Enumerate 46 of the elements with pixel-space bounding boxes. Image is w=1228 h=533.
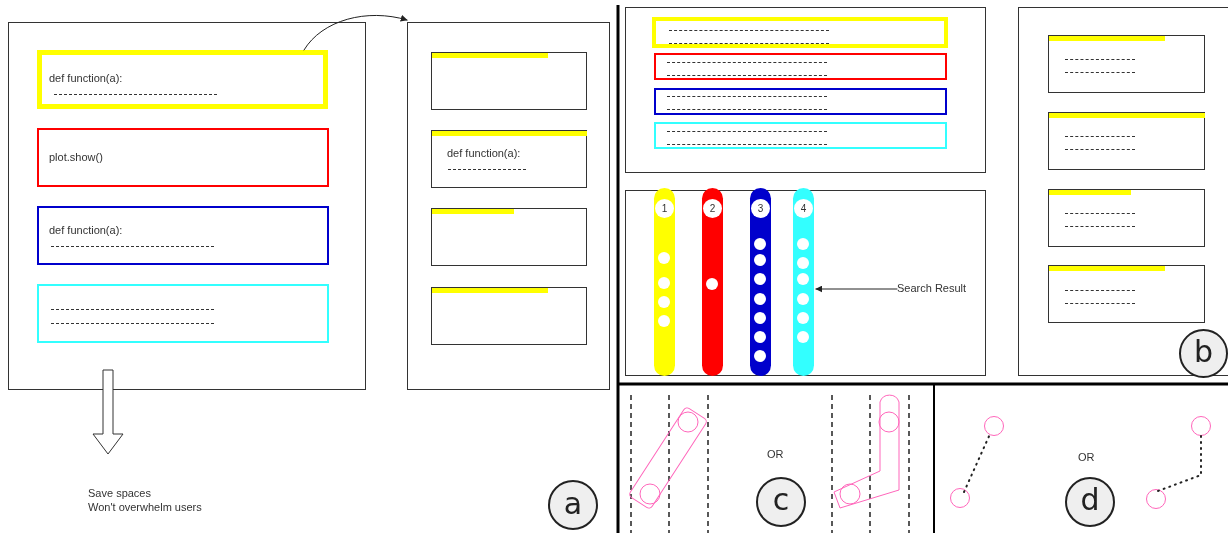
code-text: def function(a): (49, 223, 123, 238)
note-line: Search Result (897, 281, 968, 295)
code-block (654, 53, 947, 80)
result-card (1048, 265, 1205, 323)
code-overview-panel (625, 7, 986, 173)
result-card (1048, 112, 1205, 170)
hollow-arrow (92, 369, 124, 455)
result-card (431, 208, 587, 266)
arrow (303, 14, 408, 51)
result-card (1048, 35, 1205, 93)
dotted-link (963, 433, 991, 493)
note-line: Save spaces (88, 486, 152, 500)
editor-panel (8, 22, 366, 390)
arrow (815, 285, 898, 293)
panel-letter: c (756, 477, 806, 527)
note-line: Won't overwhelm users (88, 500, 203, 514)
result-bar (793, 188, 814, 376)
panel-letter: a (548, 480, 598, 530)
results-panel (1018, 7, 1228, 376)
code-block (37, 50, 328, 109)
result-card (431, 287, 587, 345)
results-panel (407, 22, 610, 390)
result-card (431, 52, 587, 110)
code-block (37, 284, 329, 343)
code-text: def function(a): (49, 71, 123, 86)
code-block (37, 206, 329, 265)
result-bar (702, 188, 723, 376)
code-block (654, 88, 947, 115)
result-bar (654, 188, 675, 376)
result-bar (750, 188, 771, 376)
panel-letter: d (1065, 477, 1115, 527)
rank-number: 3 (751, 199, 770, 218)
code-text: plot.show() (49, 150, 103, 165)
result-card (431, 130, 587, 188)
result-card (1048, 189, 1205, 247)
code-block (654, 122, 947, 149)
code-text: def function(a): (447, 146, 521, 161)
dotted-link (1157, 435, 1202, 492)
rank-number: 1 (655, 199, 674, 218)
rank-number: 4 (794, 199, 813, 218)
rank-number: 2 (703, 199, 722, 218)
code-block (652, 17, 948, 48)
result-bars-panel (625, 190, 986, 376)
or-text: OR (767, 447, 784, 462)
code-block (37, 128, 329, 187)
or-text: OR (1078, 450, 1095, 465)
